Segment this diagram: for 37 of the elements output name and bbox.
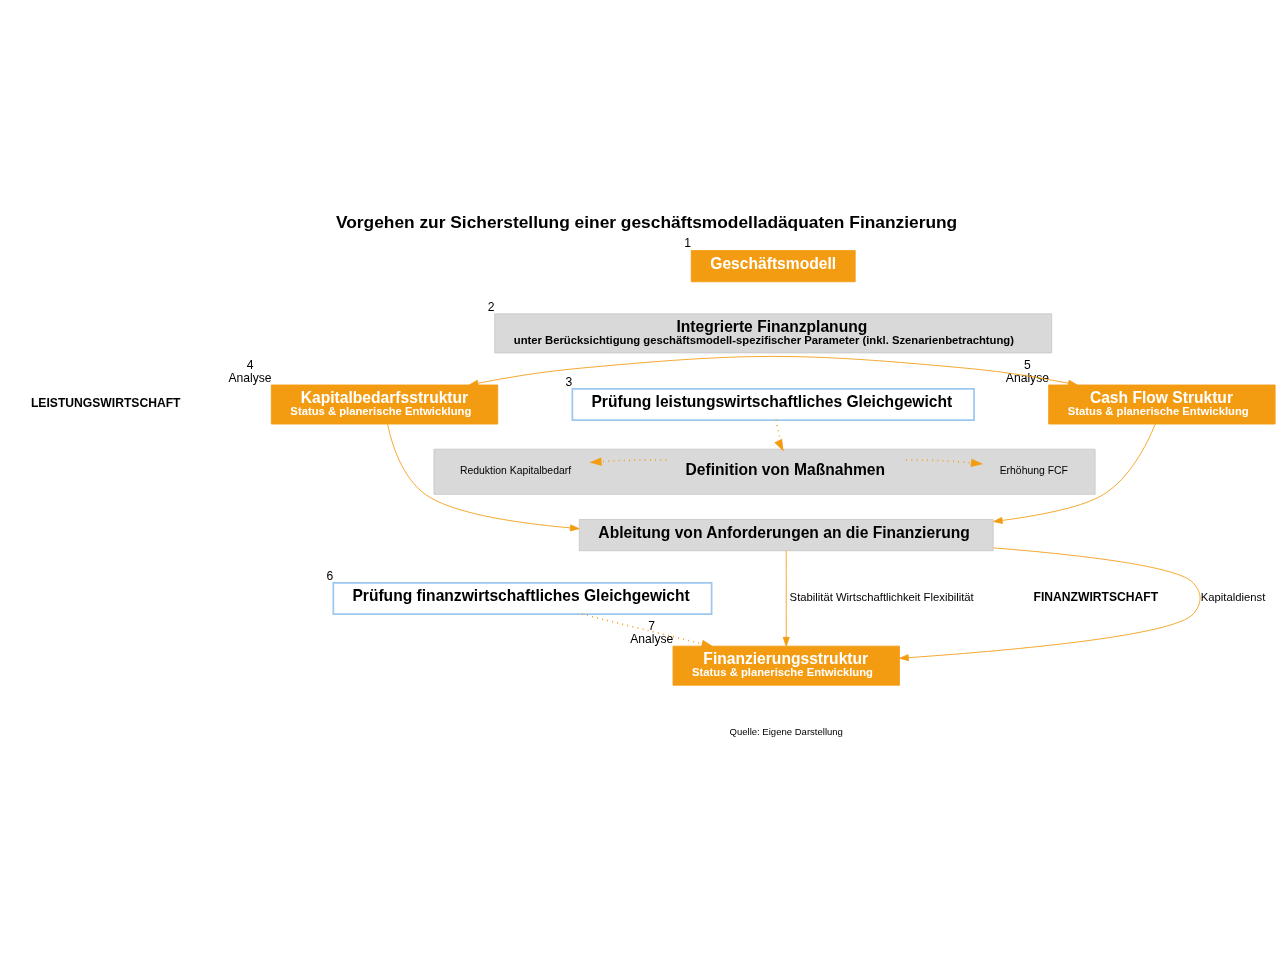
arrow [589, 457, 668, 466]
diagram-title: Vorgehen zur Sicherstellung einer geschäftsmodelladäquaten Finanzierung [335, 211, 958, 232]
arrow [581, 613, 714, 648]
node-label: 7 [648, 618, 656, 633]
node-box: Finanzierungsstruktur Status & planerische Entwicklung [672, 645, 900, 686]
arrow [782, 550, 790, 647]
node-label: 6 [326, 568, 334, 583]
edge-label: Kapitaldienst [1200, 591, 1266, 604]
arrow [387, 423, 580, 532]
node-label: 5 [1024, 357, 1031, 372]
label: FINANZWIRTSCHAFT [1033, 589, 1159, 604]
arrow [993, 423, 1156, 524]
node-text: Erhöhung FCF [999, 465, 1068, 477]
node-box: Ableitung von Anforderungen an die Finanzierung [578, 519, 994, 552]
node-text: Definition von Maßnahmen [685, 460, 886, 478]
node-label: Analyse [228, 370, 272, 385]
arrow [899, 547, 1201, 662]
arrow [468, 356, 1078, 387]
label: LEISTUNGSWIRTSCHAFT [30, 395, 181, 410]
cluster [433, 448, 1096, 495]
caption: Quelle: Eigene Darstellung [729, 726, 843, 738]
node-label: Analyse [1005, 370, 1049, 385]
node-box: Geschäftsmodell [690, 250, 856, 283]
node-box: Prüfung leistungswirtschaftliches Gleichgewicht [571, 388, 975, 421]
node-label: 1 [684, 236, 692, 251]
node-label: Analyse [630, 631, 674, 646]
node-label: 2 [487, 299, 495, 314]
arrow [774, 419, 784, 452]
node-box: Prüfung finanzwirtschaftliches Gleichgewicht [332, 581, 713, 615]
node-label: 3 [565, 374, 573, 389]
node-box: Cash Flow Struktur Status & planerische Entwicklung [1048, 384, 1276, 425]
arrow [905, 458, 984, 468]
edge-label: Stabilität Wirtschaftlichkeit Flexibilität [789, 591, 974, 604]
node-box: Kapitalbedarfsstruktur Status & planerische Entwicklung [270, 384, 499, 425]
node-label: 4 [246, 357, 254, 372]
node-box: Integrierte Finanzplanung unter Berücksichtigung geschäftsmodell-spezifischer Parameter (inkl. Szenarienbetrachtung) [494, 313, 1053, 354]
node-text: Reduktion Kapitalbedarf [460, 465, 572, 477]
